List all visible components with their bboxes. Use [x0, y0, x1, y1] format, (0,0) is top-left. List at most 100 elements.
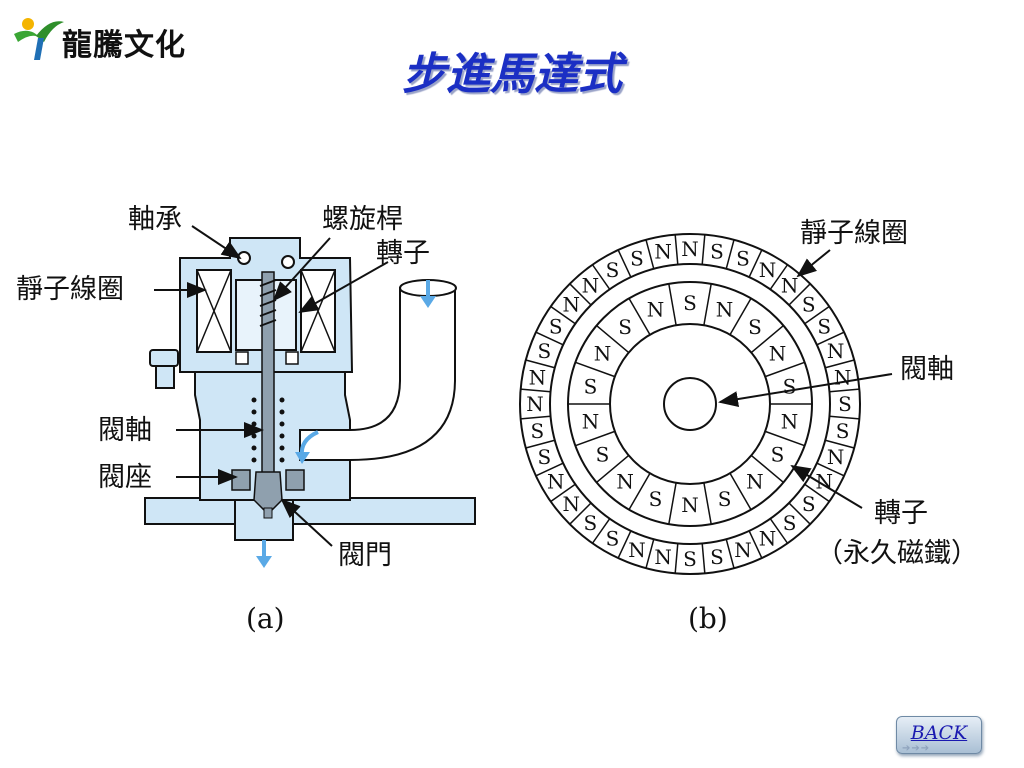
stator-pole-label: N [654, 545, 672, 569]
valve-cross-section [144, 225, 476, 568]
caption-b: (b) [688, 602, 728, 635]
rotor-pole-label: S [783, 375, 797, 399]
rotor-pole-label: S [596, 443, 610, 467]
stator-divider [520, 415, 551, 420]
stator-divider [788, 283, 811, 306]
label-valve-door: 閥門 [338, 540, 392, 571]
back-button[interactable]: BACK [896, 716, 982, 754]
stator-pole-label: N [529, 365, 547, 389]
rotor-divider [668, 283, 677, 326]
label-stator-coil-a: 靜子線圈 [16, 274, 124, 305]
rotor-divider [668, 482, 677, 525]
stator-pole-label: S [710, 240, 724, 264]
stator-divider [520, 388, 551, 393]
stator-pole-label: S [630, 247, 644, 271]
stator-pole-label: N [654, 240, 672, 264]
rotor-pole-label: S [649, 487, 663, 511]
stator-divider [829, 415, 860, 420]
stator-pole-label: N [759, 258, 777, 282]
label-bearing: 軸承 [128, 204, 182, 235]
rotor-pole-label: N [582, 410, 600, 434]
stator-divider [804, 483, 830, 503]
rotor-divider [703, 482, 712, 525]
rotor-divider [596, 325, 630, 354]
stator-pole-label: S [817, 315, 831, 339]
brand-name: 龍騰文化 [62, 28, 186, 63]
stator-pole-label: S [606, 526, 620, 550]
stator-pole-label: S [836, 419, 850, 443]
rotor-pole-label: N [781, 410, 799, 434]
stator-divider [816, 462, 845, 477]
stator-divider [825, 439, 855, 449]
stator-divider [674, 234, 679, 265]
stator-divider [550, 483, 576, 503]
stator-divider [591, 518, 611, 544]
label-screw-rod: 螺旋桿 [322, 204, 403, 235]
rotor-pole-label: N [746, 470, 764, 494]
stator-pole-label: N [827, 339, 845, 363]
rotor-divider [575, 361, 616, 378]
stator-divider [725, 539, 735, 569]
stator-pole-label: N [759, 526, 777, 550]
stator-divider [748, 530, 763, 559]
label-rotor-note: （永久磁鐵） [816, 538, 978, 569]
stator-divider [645, 539, 655, 569]
rotor-pole-label: N [716, 297, 734, 321]
back-arrows-icon: ➔➔➔ [902, 743, 931, 754]
label-valve-seat: 閥座 [98, 462, 152, 493]
stator-pole-label: N [781, 273, 799, 297]
stator-divider [701, 543, 706, 574]
stator-pole-label: S [736, 247, 750, 271]
stator-pole-label: S [783, 511, 797, 535]
stator-divider [829, 388, 860, 393]
stator-divider [550, 305, 576, 325]
rotor-divider [764, 361, 805, 378]
stator-divider [525, 439, 555, 449]
rotor-pole-label: S [683, 291, 697, 315]
rotor-pole-label: S [618, 315, 632, 339]
stator-divider [701, 234, 706, 265]
stator-pole-label: S [606, 258, 620, 282]
stator-pole-label: N [582, 273, 600, 297]
stator-divider [569, 283, 592, 306]
stator-pole-label: N [734, 538, 752, 562]
stator-divider [591, 264, 611, 290]
rotor-pole-label: N [616, 470, 634, 494]
rotor-pole-label: N [647, 297, 665, 321]
stator-divider [816, 331, 845, 346]
stator-divider [748, 249, 763, 278]
stator-pole-label: S [537, 445, 551, 469]
rotor-pole-label: N [681, 493, 699, 517]
rotor-divider [628, 297, 651, 336]
caption-a: (a) [246, 602, 285, 635]
stator-pole-label: S [838, 392, 852, 416]
label-stator-coil-b: 靜子線圈 [800, 218, 908, 249]
rotor-divider [596, 454, 630, 483]
stator-divider [535, 331, 564, 346]
stator-pole-label: N [563, 293, 581, 317]
brand-logo: 龍騰文化 [10, 12, 210, 64]
rotor-divider [575, 430, 616, 447]
stator-divider [725, 239, 735, 269]
rotor-divider [628, 472, 651, 511]
stator-pole-label: S [584, 511, 598, 535]
stator-pole-label: S [710, 545, 724, 569]
stator-divider [645, 239, 655, 269]
label-valve-shaft-b: 閥軸 [900, 354, 954, 385]
stator-pole-label: N [827, 445, 845, 469]
stator-pole-label: N [547, 470, 565, 494]
rotor-divider [729, 472, 752, 511]
stator-divider [769, 518, 789, 544]
rotor-divider [729, 297, 752, 336]
label-rotor-b: 轉子 [874, 498, 928, 529]
stator-pole-label: S [683, 547, 697, 571]
stator-divider [525, 359, 555, 369]
label-valve-shaft-a: 閥軸 [98, 415, 152, 446]
rotor-divider [703, 283, 712, 326]
label-rotor-a: 轉子 [376, 238, 430, 269]
rotor-pole-label: N [769, 342, 787, 366]
stator-pole-label: N [628, 538, 646, 562]
rotor-pole-label: S [748, 315, 762, 339]
rotor-pole-label: N [594, 342, 612, 366]
